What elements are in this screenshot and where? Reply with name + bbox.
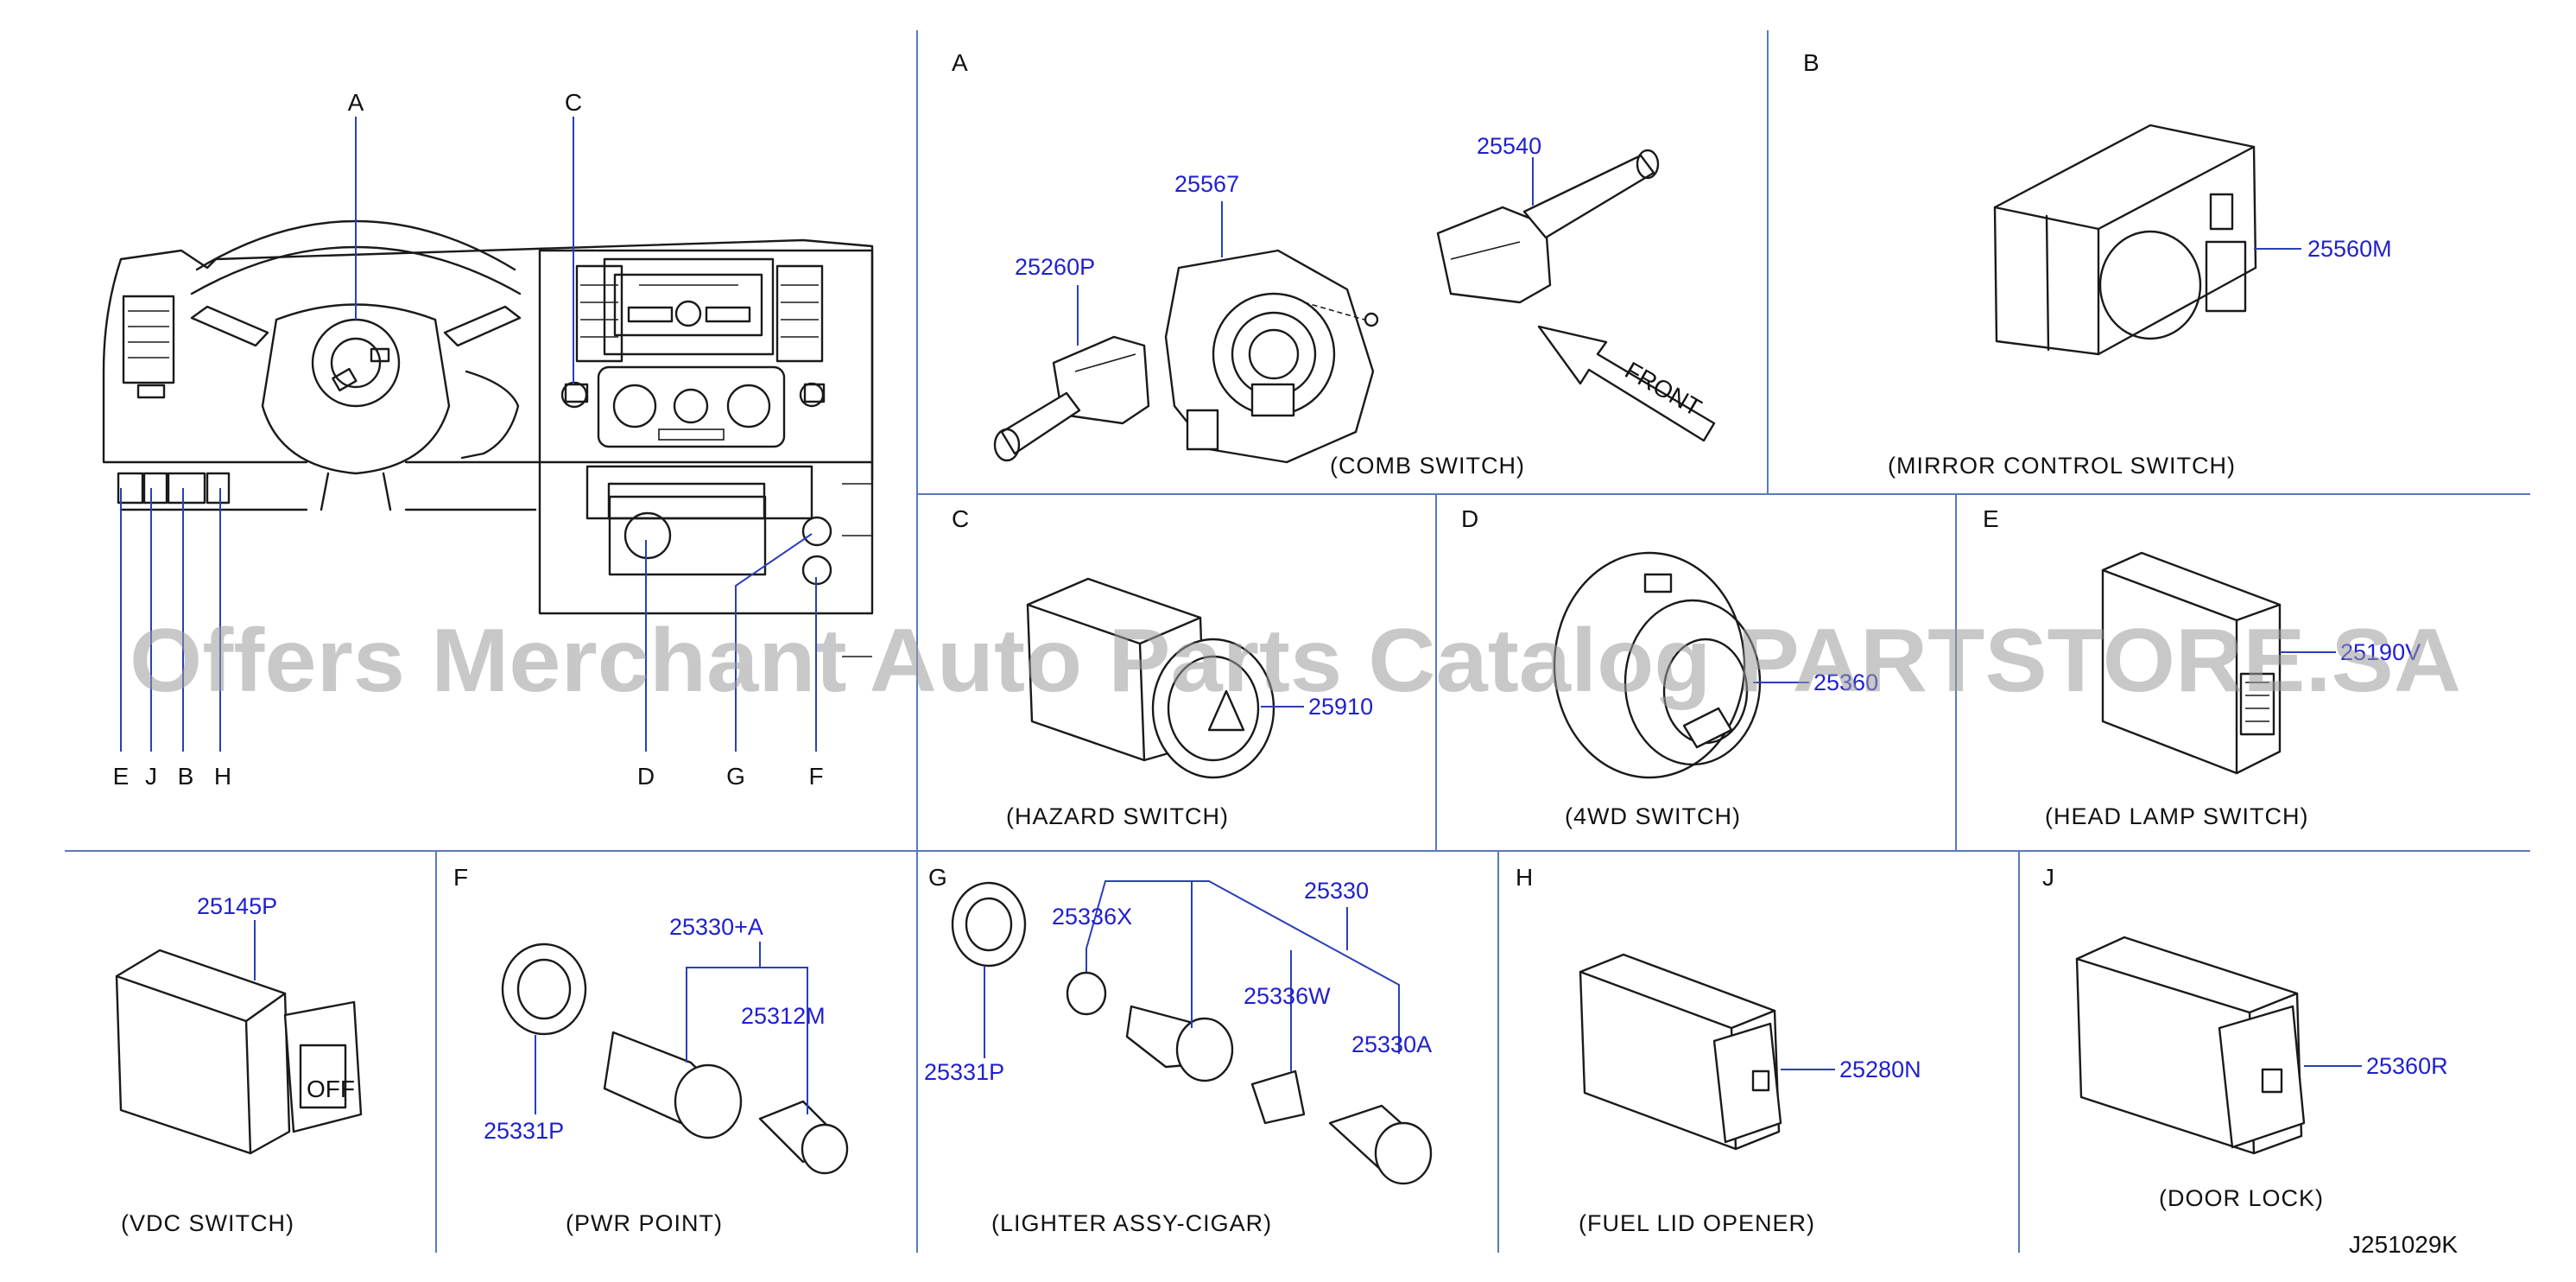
panel-d-caption: (4WD SWITCH) bbox=[1565, 803, 1741, 829]
part-25540-label: 25540 bbox=[1477, 133, 1541, 159]
overview-callout-c: C bbox=[565, 89, 582, 116]
overview-callout-g: G bbox=[726, 763, 745, 790]
part-25330-label: 25330 bbox=[1304, 878, 1369, 904]
part-25331p-g-label: 25331P bbox=[924, 1059, 1004, 1085]
panel-a-comb-switch: A FRONT 25567 25540 25260P (COMB SWITCH) bbox=[952, 49, 1716, 479]
panel-a-key: A bbox=[952, 49, 968, 76]
panel-f-pwr-point: F 25331P 25330+A 25312M (PWR POINT) bbox=[453, 864, 849, 1236]
panel-g-lighter-assy-cigar: G 25331P 25336X 25330 25336W 25330A (LIG… bbox=[924, 864, 1433, 1236]
panel-vdc-caption: (VDC SWITCH) bbox=[121, 1210, 294, 1236]
panel-grid bbox=[65, 30, 2530, 1253]
panel-vdc-switch: OFF 25145P (VDC SWITCH) bbox=[115, 893, 363, 1236]
drawing-id: J251029K bbox=[2349, 1231, 2458, 1258]
panel-d-4wd-switch: D 25360 (4WD SWITCH) bbox=[1461, 505, 1878, 829]
overview-callout-f: F bbox=[808, 763, 823, 790]
part-25190v-label: 25190V bbox=[2340, 639, 2421, 665]
part-25360-label: 25360 bbox=[1813, 670, 1878, 695]
part-25145p-label: 25145P bbox=[197, 893, 277, 919]
panel-c-key: C bbox=[952, 505, 969, 532]
panel-d-key: D bbox=[1461, 505, 1478, 532]
panel-h-fuel-lid-opener: H 25280N (FUEL LID OPENER) bbox=[1516, 864, 1921, 1236]
panel-h-caption: (FUEL LID OPENER) bbox=[1579, 1210, 1815, 1236]
part-25312m-label: 25312M bbox=[741, 1003, 826, 1029]
part-25330a-label: 25330A bbox=[1351, 1031, 1432, 1057]
part-25280n-label: 25280N bbox=[1839, 1057, 1921, 1082]
panel-g-caption: (LIGHTER ASSY-CIGAR) bbox=[991, 1210, 1272, 1236]
panel-e-key: E bbox=[1983, 505, 1999, 532]
dashboard-overview: A C E J B H D G F bbox=[102, 89, 874, 790]
front-label: FRONT bbox=[1621, 357, 1706, 422]
panel-e-head-lamp-switch: E 25190V (HEAD LAMP SWITCH) bbox=[1983, 505, 2421, 829]
part-25560m-label: 25560M bbox=[2307, 236, 2392, 262]
panel-b-key: B bbox=[1803, 49, 1820, 76]
panel-j-caption: (DOOR LOCK) bbox=[2159, 1185, 2324, 1211]
part-25567-label: 25567 bbox=[1174, 171, 1239, 197]
overview-callout-a: A bbox=[348, 89, 364, 116]
panel-c-caption: (HAZARD SWITCH) bbox=[1006, 803, 1229, 829]
part-25336x-label: 25336X bbox=[1052, 904, 1132, 930]
overview-callout-h: H bbox=[214, 763, 231, 790]
part-25360r-label: 25360R bbox=[2366, 1053, 2448, 1079]
panel-c-hazard-switch: C 25910 (HAZARD SWITCH) bbox=[952, 505, 1373, 829]
part-25336w-label: 25336W bbox=[1244, 983, 1331, 1009]
part-25910-label: 25910 bbox=[1308, 694, 1373, 720]
panel-f-caption: (PWR POINT) bbox=[566, 1210, 723, 1236]
part-25331p-f-label: 25331P bbox=[484, 1118, 564, 1144]
part-25260p-label: 25260P bbox=[1015, 254, 1095, 280]
panel-e-caption: (HEAD LAMP SWITCH) bbox=[2045, 803, 2309, 829]
panel-a-caption: (COMB SWITCH) bbox=[1330, 453, 1525, 479]
overview-callout-j: J bbox=[145, 763, 157, 790]
panel-j-door-lock: J 25360R (DOOR LOCK) bbox=[2042, 864, 2448, 1211]
panel-g-key: G bbox=[928, 864, 947, 891]
overview-callout-b: B bbox=[178, 763, 194, 790]
overview-callout-d: D bbox=[637, 763, 655, 790]
panel-j-key: J bbox=[2042, 864, 2054, 891]
vdc-off-label: OFF bbox=[307, 1076, 355, 1102]
panel-b-mirror-control-switch: B 25560M (MIRROR CONTROL SWITCH) bbox=[1803, 49, 2392, 479]
panel-f-key: F bbox=[453, 864, 468, 891]
overview-callout-e: E bbox=[113, 763, 130, 790]
watermark-text: Offers Merchant Auto Parts Catalog PARTS… bbox=[130, 611, 2461, 711]
part-25330-a-label: 25330+A bbox=[669, 914, 763, 940]
panel-b-caption: (MIRROR CONTROL SWITCH) bbox=[1888, 453, 2236, 479]
panel-h-key: H bbox=[1516, 864, 1533, 891]
